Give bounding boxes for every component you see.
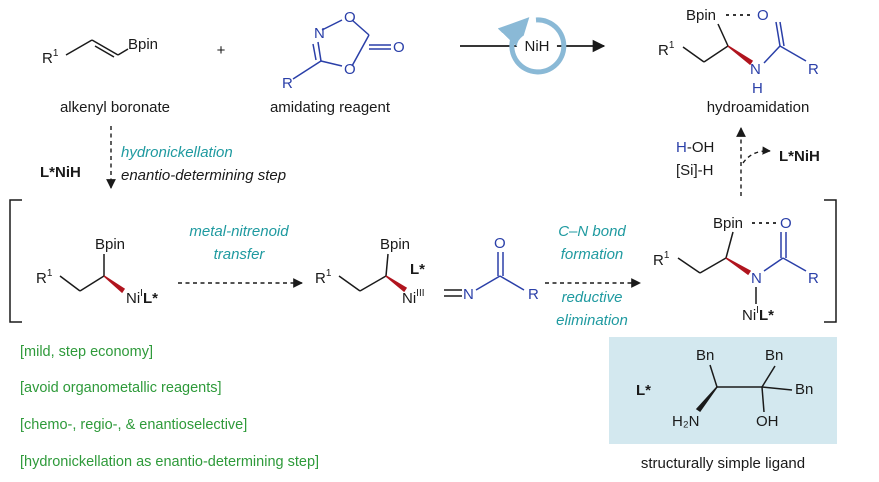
catalytic-cycle-icon — [497, 17, 567, 75]
amidating-reagent-structure: N O O O R — [282, 9, 405, 92]
int2-o: O — [494, 235, 506, 252]
ligand-bn1: Bn — [696, 347, 714, 364]
nitrenoid-transfer-line2: transfer — [214, 246, 266, 263]
product-bpin: Bpin — [686, 7, 716, 24]
ligand-structure: L* Bn Bn Bn H₂N OH — [636, 347, 813, 430]
int2-ligand: L* — [410, 261, 425, 278]
product-structure: Bpin O R1 N H R — [658, 7, 819, 97]
nih-label: NiH — [525, 38, 550, 55]
intermediate-nickel-nitrenoid: Bpin R1 L* NiIII N O R — [315, 235, 539, 307]
plus-sign: + — [217, 42, 226, 59]
intermediate-alkylnickel: Bpin R1 NiIL* — [36, 236, 158, 307]
int3-n: N — [751, 270, 762, 287]
intermediate-amido-nickel: Bpin O R1 N R NiIL* — [653, 215, 819, 324]
ligand-h2n: H₂N — [672, 413, 700, 430]
silane-reagent: [Si]-H — [676, 162, 714, 179]
int3-o: O — [780, 215, 792, 232]
int2-r1: R1 — [315, 268, 332, 287]
alkenyl-boronate-label: alkenyl boronate — [60, 99, 170, 116]
enantio-step-label: enantio-determining step — [121, 167, 286, 184]
regenerated-catalyst: L*NiH — [779, 148, 820, 165]
alkenyl-boronate-structure: R1 Bpin — [42, 36, 158, 67]
reductive-line: reductive — [562, 289, 623, 306]
ligand-bn2: Bn — [765, 347, 783, 364]
product-label: hydroamidation — [707, 99, 810, 116]
int1-ni: NiIL* — [126, 288, 158, 307]
ligand-box — [609, 337, 837, 444]
int2-ni: NiIII — [402, 288, 425, 307]
feature-item: [hydronickellation as enantio-determinin… — [20, 454, 319, 470]
product-n: N — [750, 61, 761, 78]
int3-bpin: Bpin — [713, 215, 743, 232]
product-r1: R1 — [658, 40, 675, 59]
int1-bpin: Bpin — [95, 236, 125, 253]
carbonyl-o: O — [393, 39, 405, 56]
cn-bond-line2: formation — [561, 246, 624, 263]
int3-r: R — [808, 270, 819, 287]
product-nh: H — [752, 80, 763, 97]
int3-r1: R1 — [653, 250, 670, 269]
elimination-line: elimination — [556, 312, 628, 329]
bpin-label: Bpin — [128, 36, 158, 53]
ring-o1: O — [344, 9, 356, 26]
ligand-bn3: Bn — [795, 381, 813, 398]
feature-item: [chemo-, regio-, & enantioselective] — [20, 417, 247, 433]
feature-item: [avoid organometallic reagents] — [20, 380, 222, 396]
left-catalyst-label: L*NiH — [40, 164, 81, 181]
regeneration-arrow — [742, 146, 771, 164]
reagent-r: R — [282, 75, 293, 92]
product-o: O — [757, 7, 769, 24]
left-bracket — [9, 199, 22, 323]
water-reagent: H-OH — [676, 139, 714, 156]
int2-n: N — [463, 286, 474, 303]
product-r: R — [808, 61, 819, 78]
cn-bond-line1: C–N bond — [558, 223, 626, 240]
nitrenoid-transfer-line1: metal-nitrenoid — [189, 223, 289, 240]
ring-n: N — [314, 25, 325, 42]
int2-bpin: Bpin — [380, 236, 410, 253]
r1-label: R1 — [42, 48, 59, 67]
hydronickellation-label: hydronickellation — [121, 144, 233, 161]
int2-r: R — [528, 286, 539, 303]
ligand-caption: structurally simple ligand — [641, 455, 805, 472]
int1-r1: R1 — [36, 268, 53, 287]
int3-ni: NiIL* — [742, 305, 774, 324]
ligand-oh: OH — [756, 413, 779, 430]
ligand-label: L* — [636, 382, 651, 399]
right-bracket — [824, 199, 837, 323]
ring-o2: O — [344, 61, 356, 78]
feature-item: [mild, step economy] — [20, 344, 153, 360]
amidating-reagent-label: amidating reagent — [270, 99, 391, 116]
feature-list: [mild, step economy] [avoid organometall… — [20, 344, 319, 470]
